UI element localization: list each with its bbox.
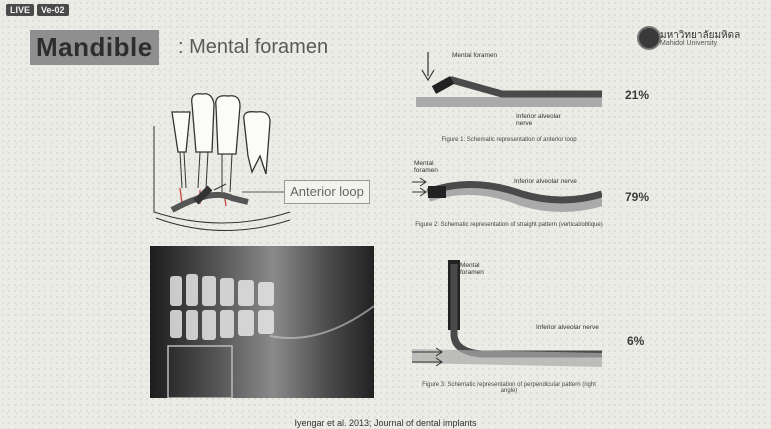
tag-code: Ve-02 [37, 4, 69, 16]
panel-3-percent: 6% [627, 334, 644, 348]
page-title: Mandible [36, 32, 153, 62]
title-box: Mandible [30, 30, 159, 65]
panel-1-percent: 21% [625, 88, 649, 102]
panel-2-caption: Figure 2: Schematic representation of st… [414, 222, 604, 228]
university-subname: Mahidol University [660, 40, 717, 47]
panel-2-nerve-label: Inferior alveolar nerve [514, 178, 578, 185]
panel-3-nerve-label: Inferior alveolar nerve [536, 324, 600, 331]
panel-3-nerve-diagram-icon [412, 256, 602, 380]
header-tags: LIVE Ve-02 [6, 4, 69, 16]
panel-1-nerve-diagram-icon [412, 50, 602, 114]
tag-live: LIVE [6, 4, 34, 16]
page-subtitle: : Mental foramen [178, 36, 328, 59]
panel-1-nerve-label: Inferior alveolar nerve [516, 113, 576, 127]
university-logo-icon [637, 26, 661, 50]
anterior-loop-label: Anterior loop [284, 180, 370, 204]
tooth-diagram-icon [152, 92, 292, 237]
panel-1-caption: Figure 1: Schematic representation of an… [414, 137, 604, 143]
panel-3-foramen-label: Mental foramen [460, 262, 500, 276]
panoramic-xray-image [150, 246, 374, 398]
panel-2-foramen-label: Mental foramen [414, 160, 454, 174]
panel-3-caption: Figure 3: Schematic representation of pe… [414, 382, 604, 394]
panel-1-foramen-label: Mental foramen [452, 52, 502, 59]
panel-2-percent: 79% [625, 190, 649, 204]
citation-text: Iyengar et al. 2013; Journal of dental i… [0, 418, 771, 428]
anterior-loop-pointer-icon [242, 188, 286, 196]
